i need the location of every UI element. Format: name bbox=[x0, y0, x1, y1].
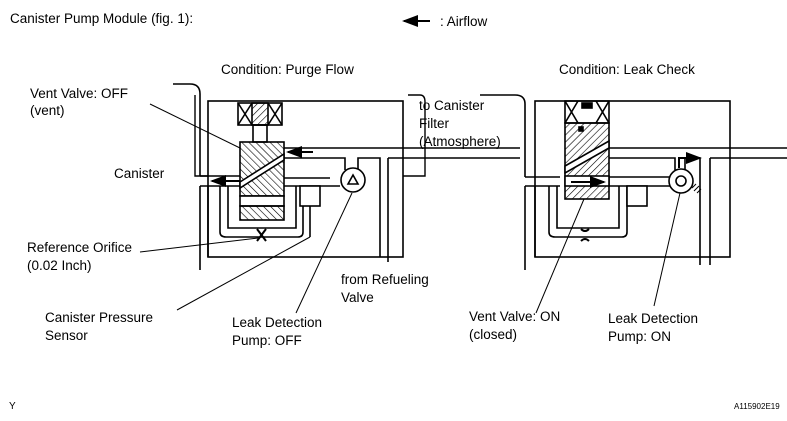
canister-filter-label-2: Filter bbox=[419, 116, 449, 131]
reference-orifice-left bbox=[256, 228, 267, 242]
module-housing-left bbox=[207, 100, 404, 258]
vent-valve-off-label: Vent Valve: OFF bbox=[30, 86, 129, 101]
pressure-sensor-sub: Sensor bbox=[45, 328, 88, 343]
reference-orifice-size: (0.02 Inch) bbox=[27, 258, 92, 273]
condition-purge-flow: Condition: Purge Flow bbox=[221, 62, 354, 77]
figure-id: A115902E19 bbox=[734, 402, 780, 411]
condition-leak-check: Condition: Leak Check bbox=[559, 62, 695, 77]
canister-label: Canister bbox=[114, 166, 165, 181]
vent-valve-on-label: Vent Valve: ON bbox=[469, 309, 561, 324]
footer-code-left: Y bbox=[9, 401, 16, 412]
refueling-valve-label: from Refueling bbox=[341, 272, 429, 287]
pressure-sensor-label: Canister Pressure bbox=[45, 310, 154, 325]
pump-off-label: Leak Detection bbox=[232, 315, 323, 330]
canister-filter-label-1: to Canister bbox=[419, 98, 485, 113]
leak-detection-pump-left bbox=[340, 167, 366, 193]
legend-airflow-label: : Airflow bbox=[440, 14, 488, 29]
module-housing-right bbox=[534, 100, 731, 258]
pump-on-label: Leak Detection bbox=[608, 311, 699, 326]
reference-orifice-label: Reference Orifice bbox=[27, 240, 133, 255]
vent-valve-off-sub: (vent) bbox=[30, 103, 65, 118]
vent-valve-on-sub: (closed) bbox=[469, 327, 518, 342]
leak-detection-pump-right bbox=[668, 168, 694, 194]
canister-filter-label-3: (Atmosphere) bbox=[419, 134, 501, 149]
reference-orifice-right bbox=[580, 228, 590, 242]
pump-off-sub: Pump: OFF bbox=[232, 333, 302, 348]
leak-check-diagram bbox=[480, 94, 787, 314]
refueling-valve-sub: Valve bbox=[341, 290, 374, 305]
figure-title: Canister Pump Module (fig. 1): bbox=[10, 11, 194, 26]
pump-on-sub: Pump: ON bbox=[608, 329, 672, 344]
purge-flow-diagram bbox=[139, 83, 520, 314]
